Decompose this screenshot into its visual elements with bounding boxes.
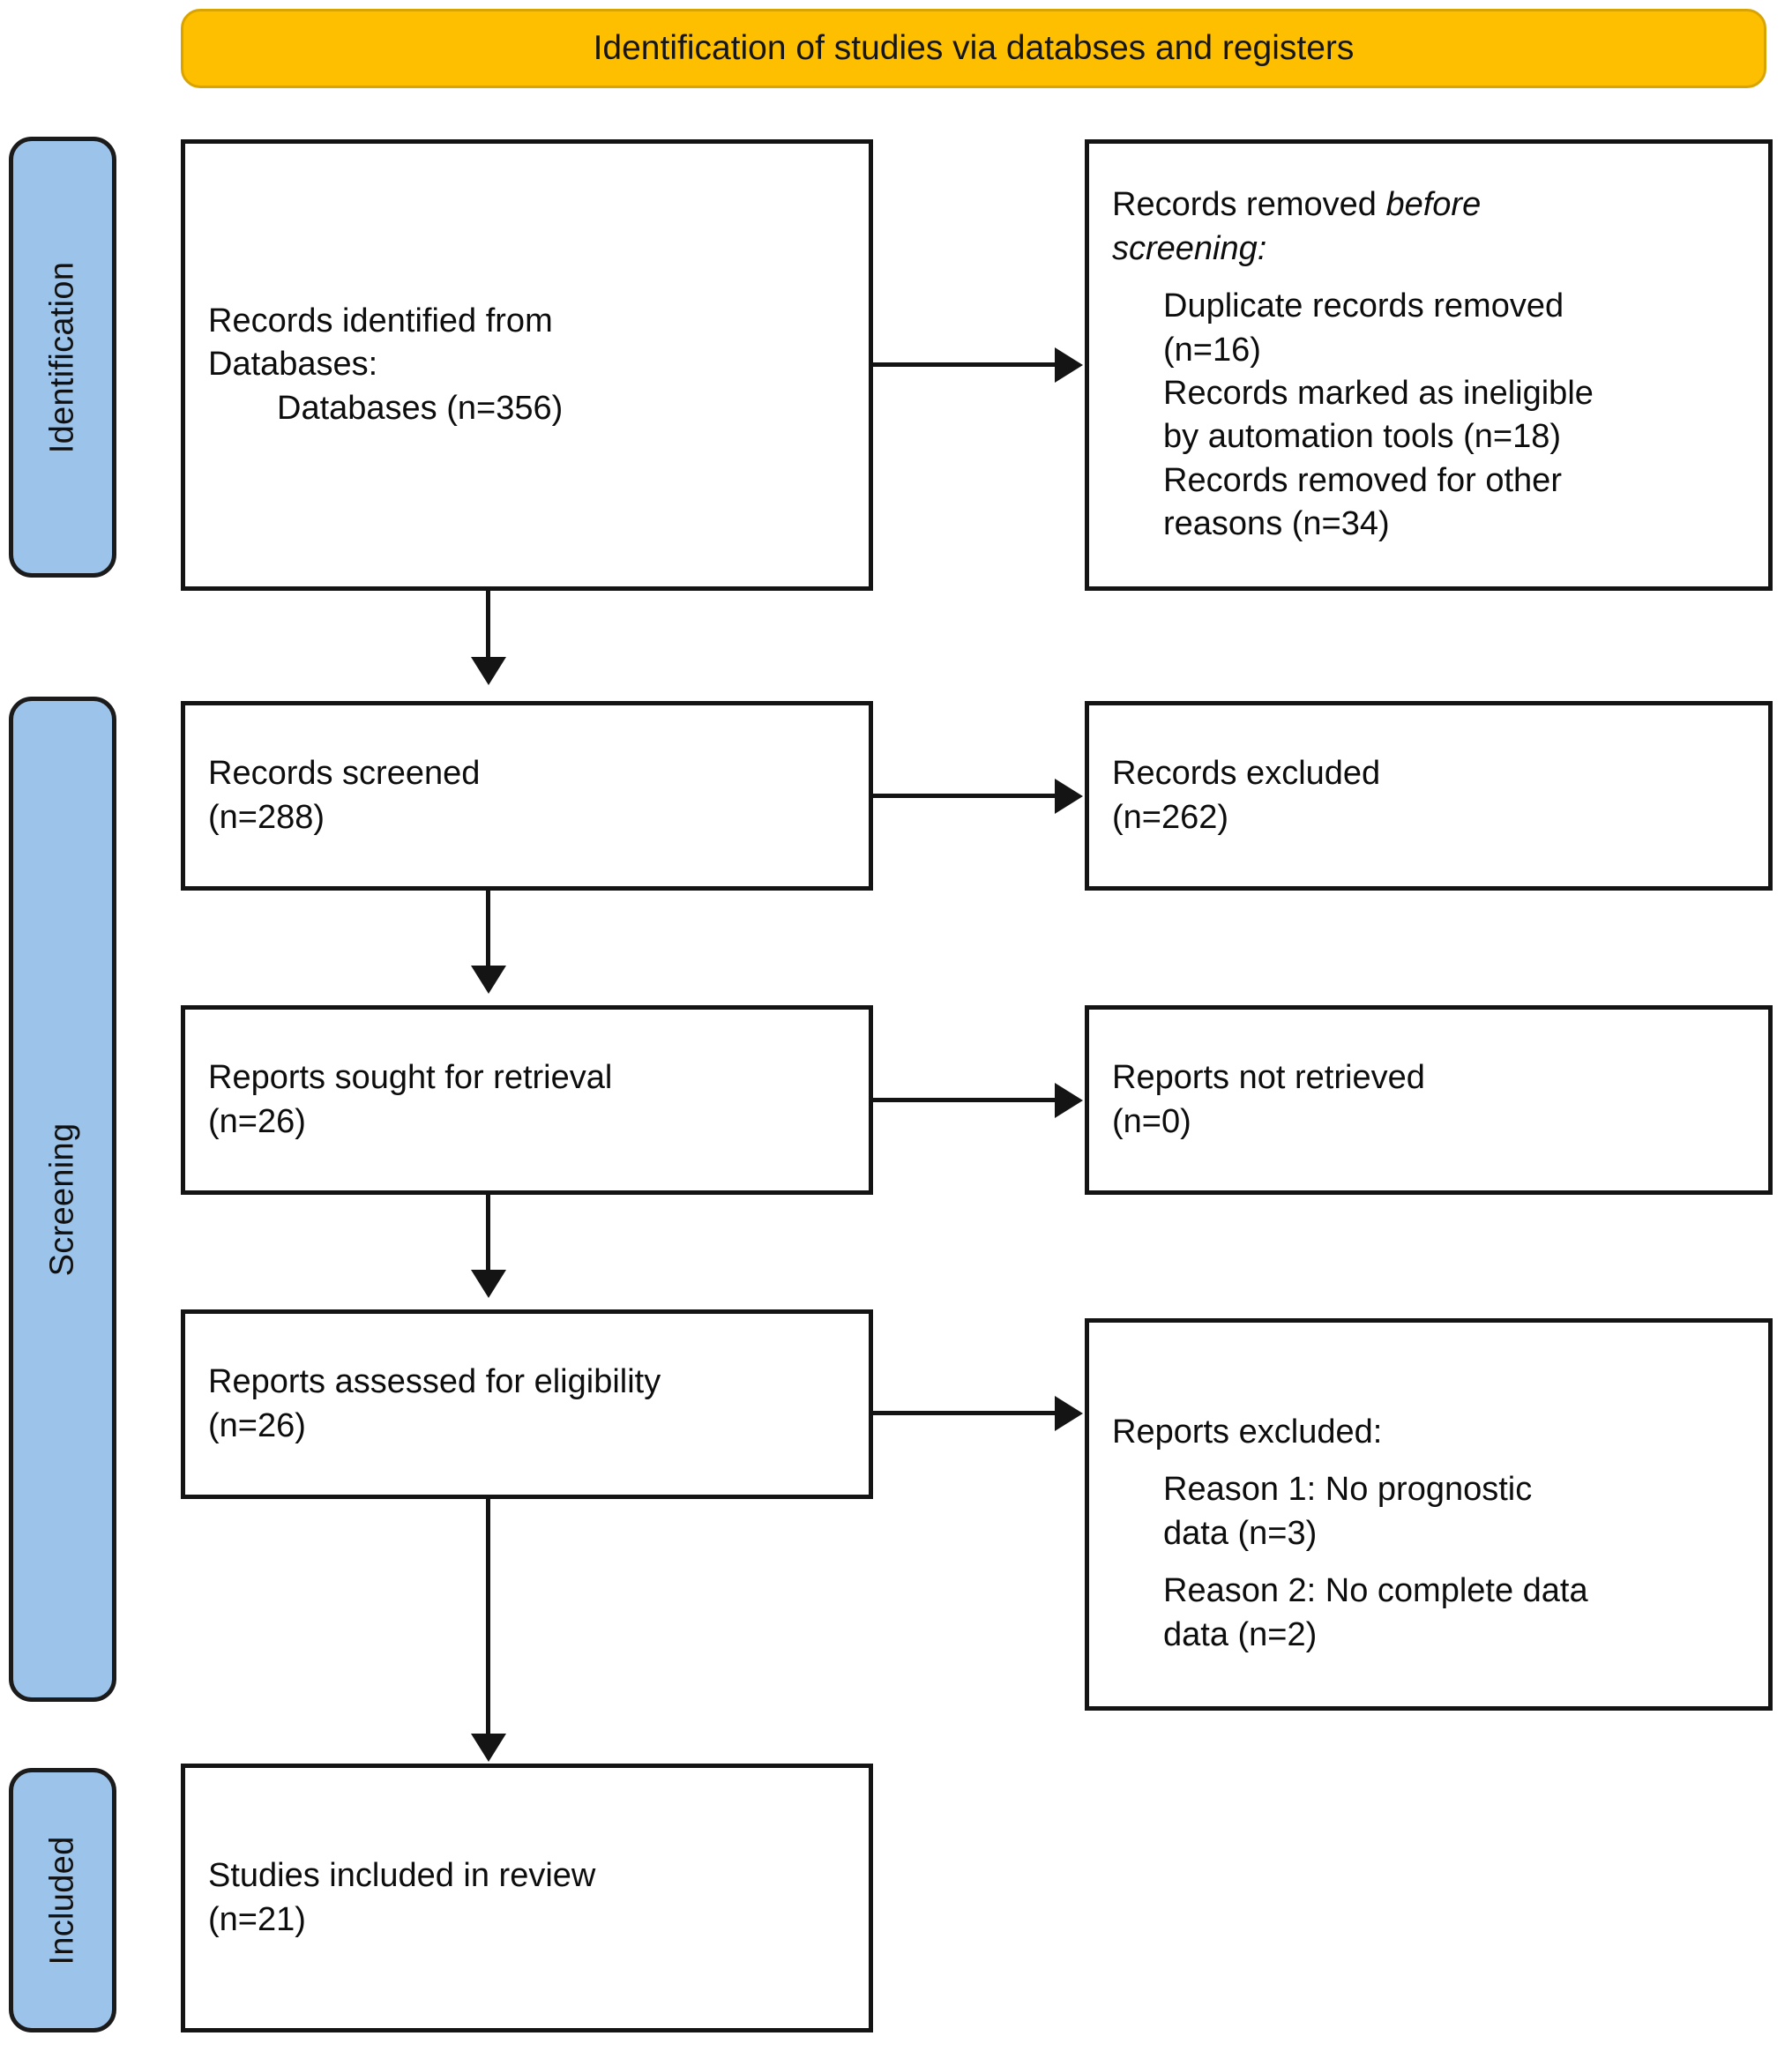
connector-line-assessed-to-excluded — [873, 1411, 1057, 1415]
records-removed-heading-line-2: screening: — [1112, 227, 1745, 271]
records-removed-heading: Records removed before — [1112, 183, 1745, 227]
records-identified-line-1: Records identified from — [208, 302, 553, 339]
reports-not-retrieved-line-1: Reports not retrieved — [1112, 1059, 1425, 1097]
diagram-title-banner: Identification of studies via databses a… — [181, 9, 1766, 88]
stage-band-included: Included — [9, 1768, 116, 2032]
arrow-assessed-to-included — [471, 1734, 506, 1762]
box-reports-excluded: Reports excluded: Reason 1: No prognosti… — [1085, 1318, 1773, 1711]
connector-line-identified-to-screened — [486, 591, 490, 659]
connector-line-assessed-to-included — [486, 1499, 490, 1735]
arrow-identified-to-removed — [1055, 347, 1083, 383]
reports-assessed-line-1: Reports assessed for eligibility — [208, 1363, 661, 1401]
studies-included-line-2: (n=21) — [208, 1900, 306, 1938]
records-removed-item-3-line-1: Records removed for other — [1163, 461, 1562, 499]
records-removed-item-2-line-1: Records marked as ineligible — [1163, 375, 1594, 412]
records-removed-heading-italic-2: screening: — [1112, 229, 1267, 267]
stage-label-screening: Screening — [43, 1122, 81, 1276]
reports-excluded-reason-2-line-1: Reason 2: No complete data — [1163, 1572, 1588, 1610]
box-records-excluded: Records excluded (n=262) — [1085, 701, 1773, 891]
records-screened-line-1: Records screened — [208, 755, 481, 793]
stage-label-included: Included — [43, 1835, 81, 1965]
records-excluded-line-1: Records excluded — [1112, 755, 1381, 793]
box-records-identified: Records identified from Databases: Datab… — [181, 139, 873, 591]
reports-excluded-reason-1-line-2: data (n=3) — [1163, 1514, 1318, 1552]
connector-line-screened-to-sought — [486, 891, 490, 967]
connector-line-identified-to-removed — [873, 362, 1057, 367]
arrow-screened-to-sought — [471, 966, 506, 994]
records-screened-line-2: (n=288) — [208, 798, 325, 836]
arrow-sought-to-assessed — [471, 1270, 506, 1298]
reports-excluded-heading: Reports excluded: — [1112, 1413, 1383, 1451]
arrow-screened-to-excluded — [1055, 779, 1083, 814]
box-reports-assessed: Reports assessed for eligibility (n=26) — [181, 1309, 873, 1499]
records-removed-item-1-line-1: Duplicate records removed — [1163, 287, 1564, 325]
records-identified-line-2: Databases: — [208, 346, 378, 384]
arrow-sought-to-not-retrieved — [1055, 1083, 1083, 1118]
connector-line-screened-to-excluded — [873, 794, 1057, 798]
records-identified-line-3: Databases (n=356) — [277, 389, 564, 427]
records-excluded-line-2: (n=262) — [1112, 798, 1229, 836]
records-removed-heading-italic-1: before — [1385, 186, 1482, 224]
stage-band-identification: Identification — [9, 137, 116, 578]
connector-line-sought-to-assessed — [486, 1195, 490, 1272]
diagram-title-text: Identification of studies via databses a… — [593, 29, 1355, 67]
records-removed-heading-plain: Records removed — [1112, 186, 1386, 224]
stage-band-screening: Screening — [9, 697, 116, 1702]
connector-line-sought-to-not-retrieved — [873, 1098, 1057, 1102]
box-reports-sought: Reports sought for retrieval (n=26) — [181, 1005, 873, 1195]
studies-included-line-1: Studies included in review — [208, 1857, 596, 1895]
records-removed-item-3-line-2: reasons (n=34) — [1163, 505, 1390, 543]
box-studies-included: Studies included in review (n=21) — [181, 1764, 873, 2032]
reports-sought-line-2: (n=26) — [208, 1102, 306, 1140]
records-removed-item-2-line-2: by automation tools (n=18) — [1163, 418, 1561, 456]
stage-label-identification: Identification — [43, 261, 81, 453]
box-records-screened: Records screened (n=288) — [181, 701, 873, 891]
box-reports-not-retrieved: Reports not retrieved (n=0) — [1085, 1005, 1773, 1195]
arrow-assessed-to-excluded — [1055, 1396, 1083, 1431]
reports-excluded-reason-2-line-2: data (n=2) — [1163, 1615, 1318, 1653]
reports-sought-line-1: Reports sought for retrieval — [208, 1059, 613, 1097]
records-removed-item-1-line-2: (n=16) — [1163, 331, 1261, 369]
reports-assessed-line-2: (n=26) — [208, 1406, 306, 1444]
box-records-removed-before-screening: Records removed before screening: Duplic… — [1085, 139, 1773, 591]
arrow-identified-to-screened — [471, 657, 506, 685]
reports-not-retrieved-line-2: (n=0) — [1112, 1102, 1191, 1140]
reports-excluded-reason-1-line-1: Reason 1: No prognostic — [1163, 1471, 1533, 1509]
